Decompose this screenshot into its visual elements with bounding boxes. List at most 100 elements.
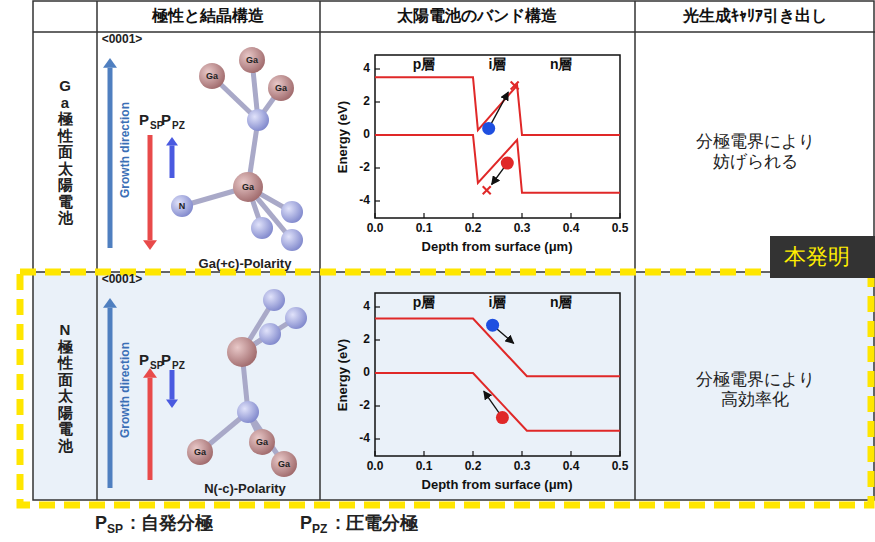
table-rule: [33, 31, 875, 33]
n-atom: [263, 289, 285, 311]
valence-band: [375, 373, 620, 431]
x-tick: [570, 213, 571, 218]
y-tick: [375, 405, 380, 406]
piezo-polarization-arrow: [170, 145, 175, 178]
tick-label: 0.0: [367, 460, 384, 474]
valence-band: [375, 135, 620, 193]
y-tick: [375, 339, 380, 340]
plot-frame: [375, 293, 620, 456]
x-tick: [423, 213, 424, 218]
label: Ga: [242, 182, 254, 192]
tick-label: -4: [359, 194, 370, 208]
electron-dot: [482, 122, 495, 135]
row-header: N極性面太陽電池: [58, 322, 73, 454]
label: PZ: [172, 360, 185, 372]
label: PZ: [312, 523, 327, 537]
label: PZ: [172, 120, 185, 132]
label: Ga: [246, 55, 258, 65]
label: SP: [107, 523, 123, 537]
x-tick: [619, 451, 620, 456]
callout-text: 本発明: [784, 242, 850, 272]
y-tick: [375, 438, 380, 439]
blocked-mark: [511, 82, 519, 90]
tick-label: 0.1: [416, 222, 433, 236]
n-atom: [285, 307, 307, 329]
label: P: [161, 351, 171, 368]
table-cell: 分極電界により 妨げられる: [687, 132, 823, 171]
label: Ga(+c)-Polarity: [199, 257, 292, 272]
table-rule: [319, 1, 321, 500]
ga-atom: [268, 75, 294, 101]
label: Ga: [275, 83, 287, 93]
table-border: [33, 1, 874, 500]
n-atom: [251, 217, 273, 239]
label: : 圧電分極: [335, 513, 418, 534]
x-tick: [570, 451, 571, 456]
tick-label: 4: [363, 62, 370, 76]
piezo-polarization-arrow-head: [166, 137, 178, 145]
n-atom: [259, 323, 281, 345]
label: P: [139, 351, 149, 368]
table-rule: [634, 1, 636, 500]
conduction-band: [375, 319, 620, 377]
ga-atom: [199, 63, 225, 89]
label: P: [95, 513, 107, 534]
label: Ga: [278, 459, 290, 469]
x-tick: [521, 213, 522, 218]
tick-label: 0.3: [514, 460, 531, 474]
hole-dot: [496, 411, 509, 424]
x-tick: [521, 451, 522, 456]
tick-label: 0.4: [563, 460, 580, 474]
label: Ga: [194, 447, 206, 457]
label: n層: [550, 56, 573, 72]
blocked-mark: [483, 186, 491, 194]
electron-dot: [486, 319, 499, 332]
y-tick: [375, 200, 380, 201]
tick-label: 0.5: [612, 222, 629, 236]
column-header: 極性と結晶構造: [152, 7, 264, 25]
tick-label: 0: [363, 128, 370, 142]
label: i層: [489, 56, 507, 72]
table-cell: 分極電界により 高効率化: [687, 370, 823, 409]
x-tick: [423, 451, 424, 456]
growth-direction-arrow: [108, 308, 113, 488]
ga-atom: [227, 337, 257, 367]
label: P: [161, 111, 171, 128]
n-atom: [281, 229, 303, 251]
column-header: 太陽電池のバンド構造: [397, 7, 557, 25]
y-tick: [375, 68, 380, 69]
label: p層: [413, 56, 436, 72]
column-header: 光生成ｷｬﾘｱ引き出し: [683, 7, 827, 25]
label: i層: [489, 294, 507, 310]
tick-label: 0.1: [416, 460, 433, 474]
label: p層: [413, 294, 436, 310]
piezo-polarization-arrow: [170, 370, 175, 400]
tick-label: -2: [359, 161, 370, 175]
label: P: [139, 111, 149, 128]
tick-label: 0.5: [612, 460, 629, 474]
tick-label: 0.2: [465, 222, 482, 236]
label: N: [179, 201, 186, 211]
y-tick: [375, 167, 380, 168]
row-header: Ga極性面太陽電池: [58, 78, 73, 227]
growth-direction-arrow-head: [103, 298, 117, 308]
conduction-band: [375, 77, 620, 135]
growth-direction-arrow: [108, 68, 113, 248]
spontaneous-polarization-arrow: [148, 378, 153, 480]
tick-label: -2: [359, 399, 370, 413]
spontaneous-polarization-arrow: [148, 135, 153, 240]
x-tick: [619, 213, 620, 218]
highlight-dashed-box: [20, 272, 871, 505]
label: <0001>: [102, 33, 143, 47]
ga-atom: [187, 439, 213, 465]
label: Ga: [206, 71, 218, 81]
x-tick: [472, 451, 473, 456]
label: N(-c)-Polarity: [204, 482, 286, 497]
n-atom: [247, 109, 269, 131]
n-atom: [237, 401, 259, 423]
ga-atom: [271, 451, 297, 477]
n-atom: [171, 195, 193, 217]
tick-label: 0: [363, 366, 370, 380]
label: Depth from surface (μm): [422, 240, 573, 255]
